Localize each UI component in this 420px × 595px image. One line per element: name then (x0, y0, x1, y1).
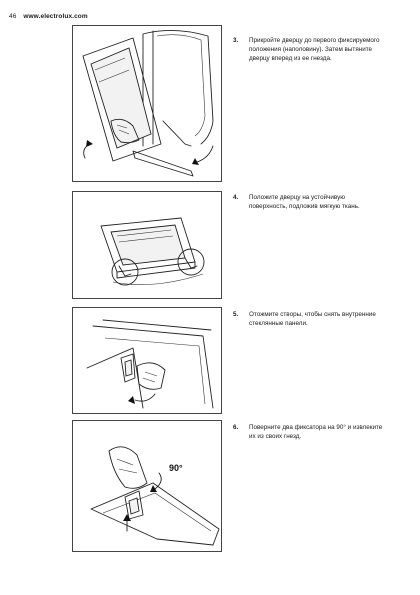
figure-step-3 (72, 25, 222, 182)
rotate-arrow-right (196, 145, 214, 163)
arrow-head-right (192, 158, 199, 165)
figure-step-4 (72, 191, 222, 299)
arrow-head-rotate (150, 485, 157, 492)
step-number: 4. (233, 194, 239, 201)
figure-step-6: 90° (72, 420, 222, 552)
website-url: www.electrolux.com (23, 13, 88, 20)
detail-circle-right (177, 248, 205, 276)
rotate-arrow (134, 393, 156, 402)
step-text: Поверните два фиксатора на 90° и извлеки… (249, 424, 383, 440)
page-header: 46 www.electrolux.com (9, 13, 88, 20)
step-text: Положите дверцу на устойчивую поверхност… (249, 194, 360, 210)
fastener-rotation-illustration: 90° (90, 446, 220, 546)
step-text: Отожмите створы, чтобы снять внутренние … (249, 311, 376, 327)
angle-label: 90° (169, 463, 183, 473)
step-number: 6. (233, 424, 239, 431)
step-5: 5. Отожмите створы, чтобы снять внутренн… (233, 310, 383, 328)
step-6: 6. Поверните два фиксатора на 90° и извл… (233, 423, 383, 441)
page-number: 46 (9, 13, 17, 20)
door-removal-illustration (82, 29, 214, 177)
arrow-head (128, 396, 135, 404)
figure-step-5 (72, 307, 222, 414)
step-4: 4. Положите дверцу на устойчивую поверхн… (233, 193, 383, 211)
detail-circle-left (111, 258, 139, 286)
arrow-head-up (123, 514, 131, 521)
clip-release-illustration (86, 319, 214, 409)
step-3: 3. Прикройте дверцу до первого фиксируем… (233, 36, 383, 63)
rotate-arrow (154, 472, 162, 490)
step-number: 3. (233, 37, 239, 44)
arrow-head-left (86, 140, 93, 147)
step-number: 5. (233, 311, 239, 318)
step-text: Прикройте дверцу до первого фиксируемого… (249, 37, 380, 62)
door-on-cloth-illustration (100, 217, 205, 286)
